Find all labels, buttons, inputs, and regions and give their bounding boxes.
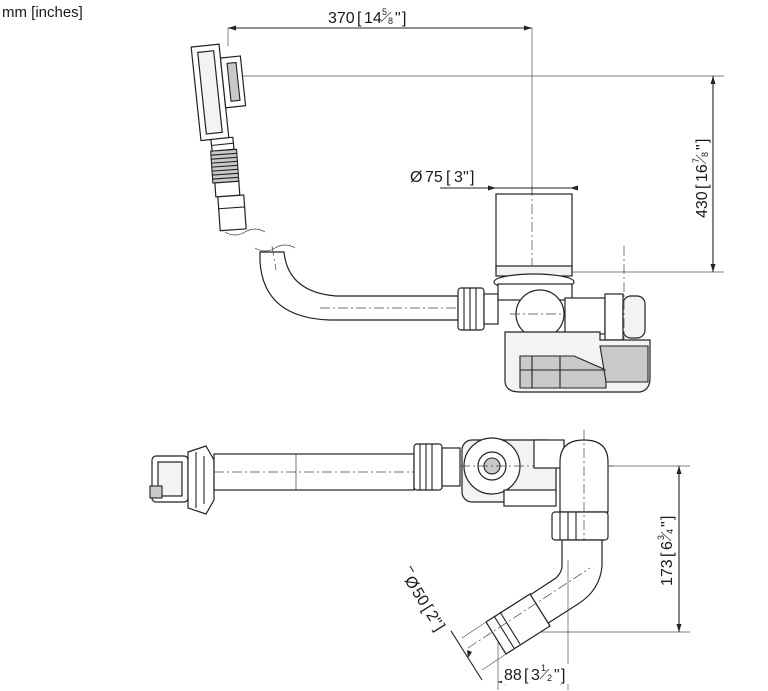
dim-overflow-mm: 75 <box>425 169 443 186</box>
overflow-head-top <box>149 445 215 515</box>
svg-text:]: ] <box>694 139 711 143</box>
dim-outlet-height-inch-den: 4 <box>665 529 675 534</box>
drain-pipe-top <box>213 453 415 491</box>
dim-overflow-unit: " <box>463 169 469 186</box>
overflow-head <box>190 43 247 153</box>
svg-text:[: [ <box>357 10 362 27</box>
dim-overflow-inch: 3 <box>454 169 463 186</box>
dim-height-inch-den: 8 <box>700 152 710 157</box>
dim-offset-inch-den: 2 <box>547 673 552 683</box>
dim-offset-inch-whole: 3 <box>531 667 540 684</box>
svg-text:[: [ <box>524 667 529 684</box>
dimension-overflow-diameter: Ø 75 [ 3 " ] <box>410 169 578 191</box>
units-label: mm [inches] <box>2 4 83 21</box>
side-view: 370 [ 14 5 8 " ] 430 [ 16 7 8 " <box>190 6 724 393</box>
dim-height-mm: 430 <box>694 191 711 218</box>
dim-width-inch-num: 5 <box>382 7 387 17</box>
svg-text:]: ] <box>402 10 406 27</box>
trap-body-side <box>497 246 651 393</box>
dim-height-inch-whole: 16 <box>694 164 711 182</box>
dim-offset-mm: 88 <box>504 667 522 684</box>
coupling-nut-top <box>413 443 461 491</box>
dimension-overall-width: 370 [ 14 5 8 " ] <box>227 6 533 270</box>
dim-outlet-height-inch-unit: " <box>659 521 676 527</box>
dim-outlet-height-inch-num: 3 <box>656 535 666 540</box>
dim-height-inch-num: 7 <box>691 158 701 163</box>
coupling-nut-side <box>457 287 499 331</box>
dimension-outlet-offset: 88 [ 3 1 2 " ] <box>497 560 572 690</box>
dim-width-inch-unit: " <box>395 10 401 27</box>
drain-pipe-side <box>259 245 459 321</box>
outlet-tail <box>467 567 591 655</box>
dim-width-inch-den: 8 <box>388 16 393 26</box>
dimension-pipe-diameter: Ø 50 [ 2 " ] <box>399 565 507 681</box>
dim-overflow-symbol: Ø <box>410 169 422 186</box>
svg-text:]: ] <box>561 667 565 684</box>
dim-height-inch-unit: " <box>694 144 711 150</box>
dimension-overall-height: 430 [ 16 7 8 " ] <box>240 75 724 273</box>
svg-text:[: [ <box>659 552 676 557</box>
trap-body-top <box>460 437 614 507</box>
dim-width-mm: 370 <box>328 10 355 27</box>
dim-width-inch-whole: 14 <box>364 10 382 27</box>
flex-hose <box>210 148 247 232</box>
dim-offset-inch-num: 1 <box>541 663 546 673</box>
svg-text:]: ] <box>470 169 474 186</box>
waste-valve-cylinder <box>493 186 575 346</box>
dim-pipe-mm: 50 <box>408 585 432 609</box>
dim-outlet-height-mm: 173 <box>659 559 676 586</box>
top-view: 173 [ 6 3 4 " ] 88 [ 3 1 2 " <box>149 430 690 690</box>
dim-offset-inch-unit: " <box>554 667 560 684</box>
svg-text:[: [ <box>446 169 451 186</box>
hose-ribs <box>210 152 239 180</box>
dimension-outlet-height: 173 [ 6 3 4 " ] <box>540 465 690 633</box>
svg-text:]: ] <box>659 516 676 520</box>
dim-outlet-height-inch-whole: 6 <box>659 541 676 550</box>
svg-text:[: [ <box>694 184 711 189</box>
